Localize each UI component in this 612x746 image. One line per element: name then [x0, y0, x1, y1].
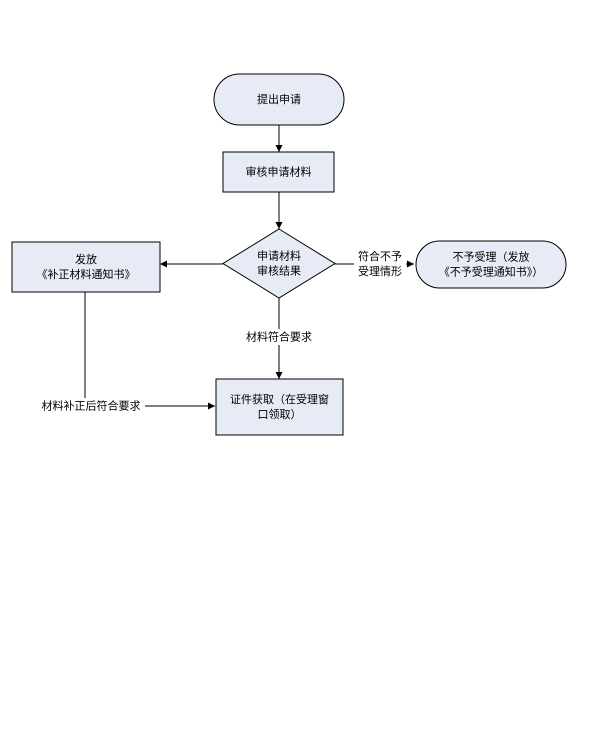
edge-label-after-supplement-bg: [37, 398, 145, 414]
edge-label-after-supplement: 材料补正后符合要求: [37, 398, 145, 414]
node-issue-supplement: 发放《补正材料通知书》: [11, 241, 161, 293]
node-rejected-label-line-1: 不予受理（发放: [453, 250, 530, 264]
edge-label-meets-requirements-line-1: 材料符合要求: [246, 330, 312, 344]
node-issue-supplement-label-line-2: 《补正材料通知书》: [37, 267, 136, 281]
node-review-materials-shape: [222, 151, 335, 193]
node-certificate-shape: [215, 378, 344, 436]
node-start-label-line-1: 提出申请: [257, 92, 301, 106]
node-rejected-label-line-2: 《不予受理通知书》）: [439, 265, 544, 279]
node-rejected: 不予受理（发放《不予受理通知书》）: [415, 240, 567, 289]
node-decision-label-line-1: 申请材料: [257, 249, 301, 263]
node-certificate-label-line-1: 证件获取（在受理窗: [230, 392, 329, 406]
arrow-supplement-to-certificate: [84, 292, 215, 410]
node-review-materials-label-line-1: 审核申请材料: [246, 165, 312, 179]
edge-label-reject-condition-line-2: 受理情形: [358, 265, 402, 278]
edge-label-meets-requirements-bg: [242, 329, 316, 345]
node-rejected-shape: [415, 240, 567, 289]
node-review-materials: 审核申请材料: [222, 151, 335, 193]
node-start: 提出申请: [213, 73, 345, 126]
node-issue-supplement-shape: [11, 241, 161, 293]
node-start-shape: [213, 73, 345, 126]
node-decision-label-line-2: 审核结果: [257, 264, 301, 278]
edge-label-meets-requirements: 材料符合要求: [242, 329, 316, 345]
edge-label-reject-condition-line-1: 符合不予: [358, 249, 402, 263]
edge-label-reject-condition-bg: [354, 249, 406, 279]
node-certificate-label-line-2: 口领取）: [258, 408, 302, 421]
node-issue-supplement-label-line-1: 发放: [75, 252, 97, 266]
edge-label-after-supplement-line-1: 材料补正后符合要求: [42, 399, 141, 413]
node-decision-shape: [222, 228, 336, 299]
